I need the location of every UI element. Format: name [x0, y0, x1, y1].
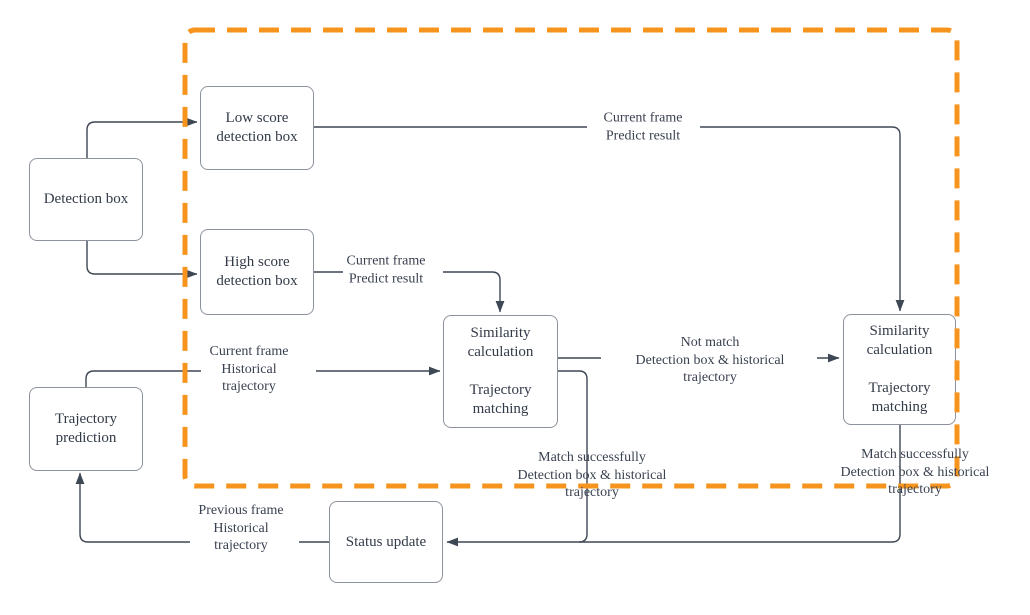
edge-label-match-successfully-right: Match successfully Detection box & histo…: [840, 446, 990, 497]
edge-low-score-to-similarity-right: [700, 126, 905, 312]
edge-label-match-successfully-left: Match successfully Detection box & histo…: [517, 449, 667, 500]
node-status-update: Status update: [329, 501, 443, 583]
edge-label-current-frame-historical-trajectory: Current frame Historical trajectory: [209, 343, 289, 394]
edge-trajectory-prediction-out: [85, 370, 201, 387]
edge-status-to-trajectory-prediction: [75, 472, 190, 543]
edge-similarity-right-to-status-update: [446, 425, 901, 547]
edge-high-score-to-similarity-left: [443, 271, 505, 313]
edge-detection-to-high-score: [86, 241, 198, 279]
node-trajectory-prediction: Trajectory prediction: [29, 387, 143, 471]
edge-label-previous-frame-historical-trajectory: Previous frame Historical trajectory: [198, 502, 284, 553]
node-detection-box: Detection box: [29, 158, 143, 241]
node-similarity-calculation-right: Similarity calculation Trajectory matchi…: [843, 314, 956, 425]
edge-detection-to-low-score: [86, 117, 198, 158]
node-high-score-detection-box: High score detection box: [200, 229, 314, 315]
node-low-score-detection-box: Low score detection box: [200, 86, 314, 170]
edge-label-current-frame-predict-result-mid: Current frame Predict result: [346, 253, 426, 287]
edge-label-current-frame-predict-result-top: Current frame Predict result: [603, 110, 683, 144]
node-similarity-calculation-left: Similarity calculation Trajectory matchi…: [443, 315, 558, 428]
edge-label-not-match: Not match Detection box & historical tra…: [635, 334, 785, 385]
